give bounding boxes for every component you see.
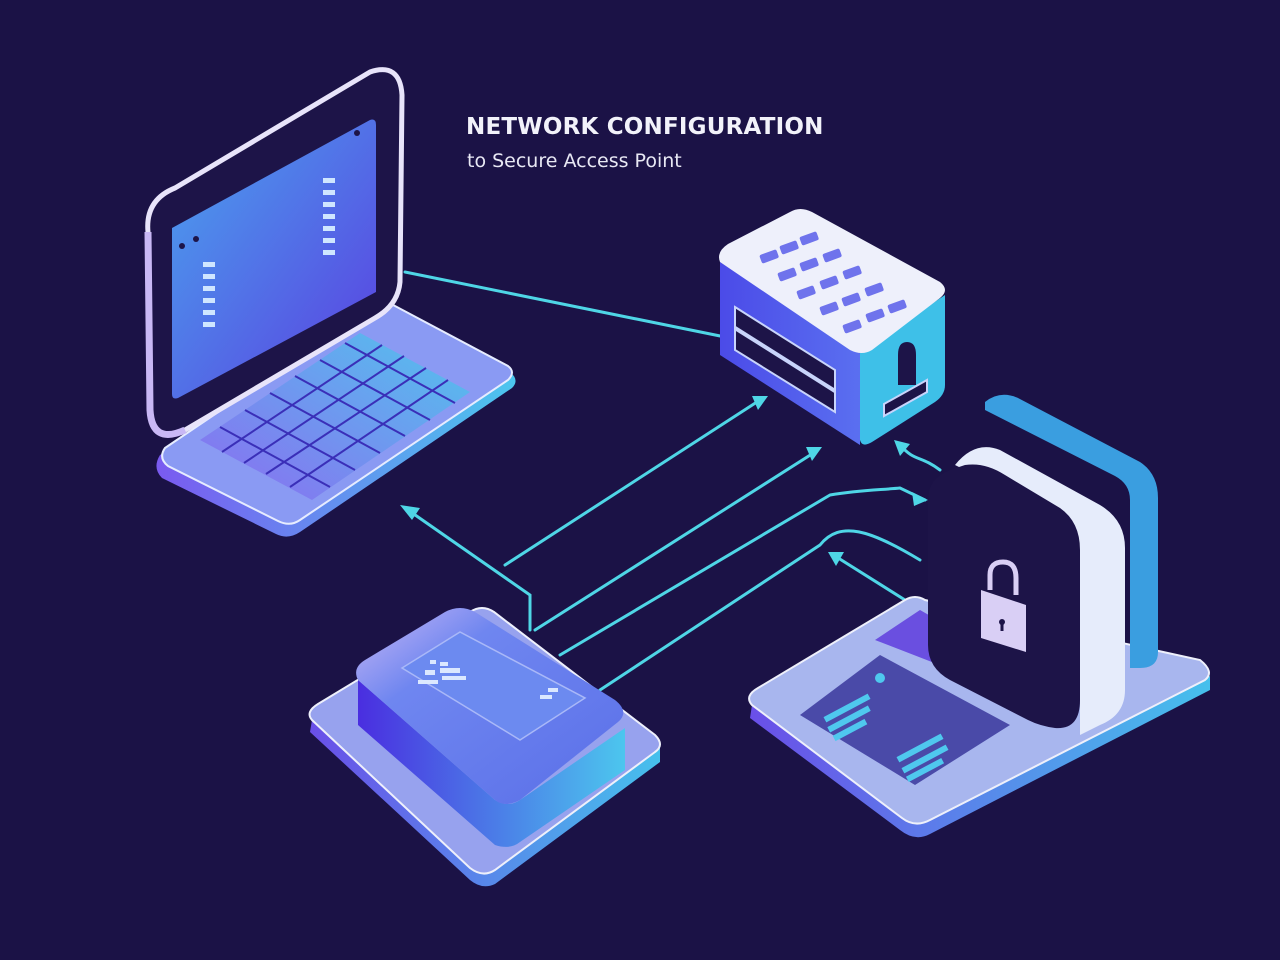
padlock-icon [981,559,1026,652]
connector-router-sap-2 [598,529,922,692]
arrow-head-icon [400,505,420,520]
connectors [403,270,942,692]
laptop-screen [172,119,376,399]
secure-access-point [748,394,1210,838]
screen-dot [193,236,199,242]
connector-router-laptop [406,508,532,632]
connector-router-server-2 [533,450,817,632]
router-display [400,631,587,741]
page-subtitle: to Secure Access Point [467,150,682,172]
sap-front-face [928,464,1080,729]
server-top-tiles [759,231,907,334]
router-platform-side [310,720,660,887]
router [308,607,661,887]
laptop-lid-edge [144,231,187,438]
arrowheads [400,396,928,566]
server-lock-plate [883,378,928,418]
connector-router-server-1 [503,398,762,567]
laptop [144,67,516,537]
arrow-head-icon [806,447,822,461]
connector-laptop-server [403,270,732,340]
screen-dot [179,243,185,249]
arrow-head-icon [752,396,768,410]
keyboard-grid [219,342,456,488]
arrow-head-icon [912,492,928,506]
sap-platform-side [750,676,1210,838]
router-display-glyphs [418,660,558,699]
sap-config-panel [800,655,1010,785]
connector-router-sap-1 [558,486,927,657]
arrow-head-icon [828,552,844,566]
screen-dot [354,130,360,136]
sap-side-face [955,447,1125,735]
sap-config-glyphs [823,673,949,783]
server [719,209,945,445]
screen-text-lines [203,178,335,327]
page-title: NETWORK CONFIGURATION [466,114,824,140]
server-port-divider [733,326,837,393]
arrow-head-icon [894,440,910,456]
server-lock-slot [898,342,916,385]
sap-back-frame [985,394,1158,668]
connector-sap-router [833,554,907,602]
router-body-side [358,680,625,847]
